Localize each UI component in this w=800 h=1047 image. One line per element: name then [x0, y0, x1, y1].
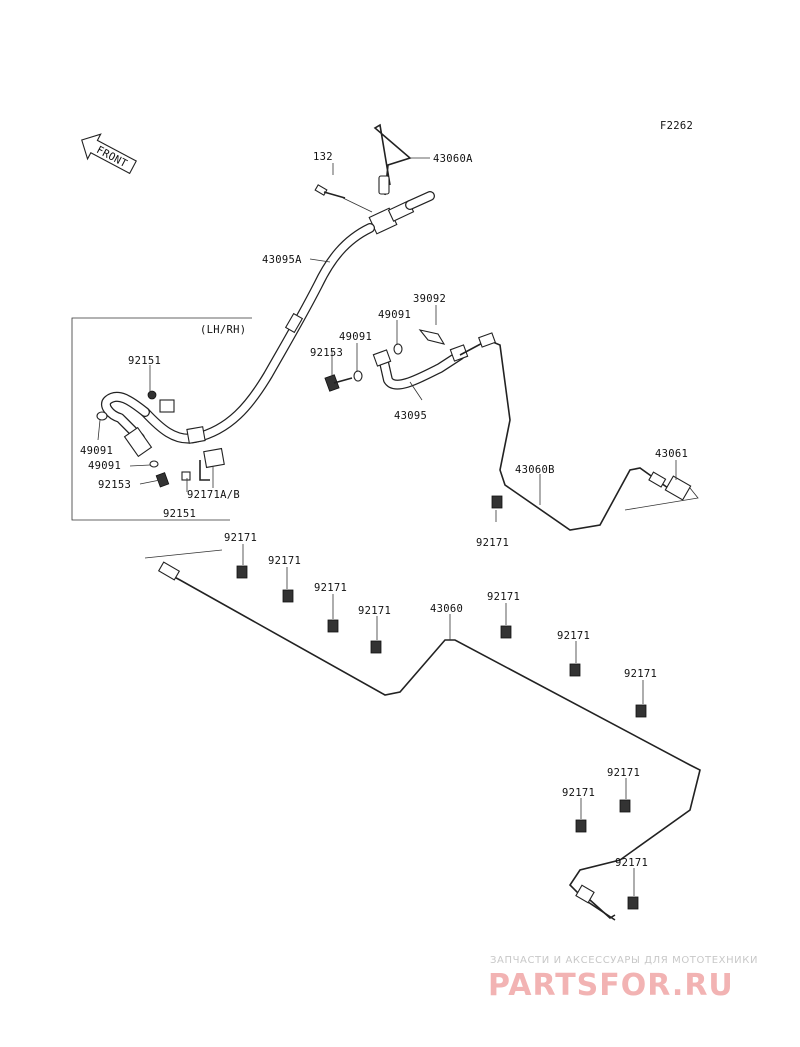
label-92171-clip-3: 92171 — [314, 582, 347, 594]
front-direction-arrow: FRONT — [81, 133, 137, 175]
junction-block — [368, 191, 435, 235]
clip-92171-mid — [491, 495, 503, 509]
watermark: ЗАПЧАСТИ И АКСЕССУАРЫ ДЛЯ МОТОТЕХНИКИ PA… — [488, 955, 758, 1003]
label-39092: 39092 — [413, 293, 446, 305]
label-92171-clip-5: 92171 — [487, 591, 520, 603]
pipe-43060 — [144, 549, 701, 921]
label-92171-clip-10: 92171 — [615, 857, 648, 869]
label-92151-a: 92151 — [128, 355, 161, 367]
label-92153-b: 92153 — [98, 479, 131, 491]
pipe-43060B — [459, 332, 699, 531]
inset-box-lh-rh: (LH/RH) — [71, 317, 252, 521]
label-92171-clip-1: 92171 — [224, 532, 257, 544]
label-49091-d: 49091 — [88, 460, 121, 472]
watermark-top-text: ЗАПЧАСТИ И АКСЕССУАРЫ ДЛЯ МОТОТЕХНИКИ — [490, 955, 758, 966]
pipe-43060A — [373, 123, 412, 196]
label-43095: 43095 — [394, 410, 427, 422]
label-49091-a: 49091 — [378, 309, 411, 321]
label-43060A: 43060A — [433, 153, 473, 165]
banjo-bolt-92153 — [324, 343, 403, 392]
label-92171-clip-2: 92171 — [268, 555, 301, 567]
watermark-brand: PARTSFOR.RU — [488, 968, 734, 1003]
label-132: 132 — [313, 151, 333, 163]
hose-43095A — [140, 223, 375, 444]
hose-43095 — [372, 344, 469, 390]
label-49091-b: 49091 — [339, 331, 372, 343]
label-92171-clip-7: 92171 — [624, 668, 657, 680]
clip-39092 — [418, 329, 446, 345]
label-43060: 43060 — [430, 603, 463, 615]
inset-label: (LH/RH) — [200, 324, 246, 336]
figure-code: F2262 — [660, 120, 693, 132]
label-49091-c: 49091 — [80, 445, 113, 457]
clips-92171 — [236, 565, 647, 910]
leader-lines — [97, 157, 677, 896]
label-92153-a: 92153 — [310, 347, 343, 359]
label-92171-clip-4: 92171 — [358, 605, 391, 617]
inset-hose-parts — [96, 390, 225, 488]
label-92151-b: 92151 — [163, 508, 196, 520]
label-92171AB: 92171A/B — [187, 489, 240, 501]
label-92171-mid: 92171 — [476, 537, 509, 549]
part-labels: 132 43060A 43095A 39092 49091 49091 9215… — [80, 151, 688, 869]
label-92171-clip-8: 92171 — [607, 767, 640, 779]
label-43061: 43061 — [655, 448, 688, 460]
label-92171-clip-9: 92171 — [562, 787, 595, 799]
label-43060B: 43060B — [515, 464, 555, 476]
bolt-132 — [314, 184, 346, 199]
label-92171-clip-6: 92171 — [557, 630, 590, 642]
label-43095A: 43095A — [262, 254, 302, 266]
